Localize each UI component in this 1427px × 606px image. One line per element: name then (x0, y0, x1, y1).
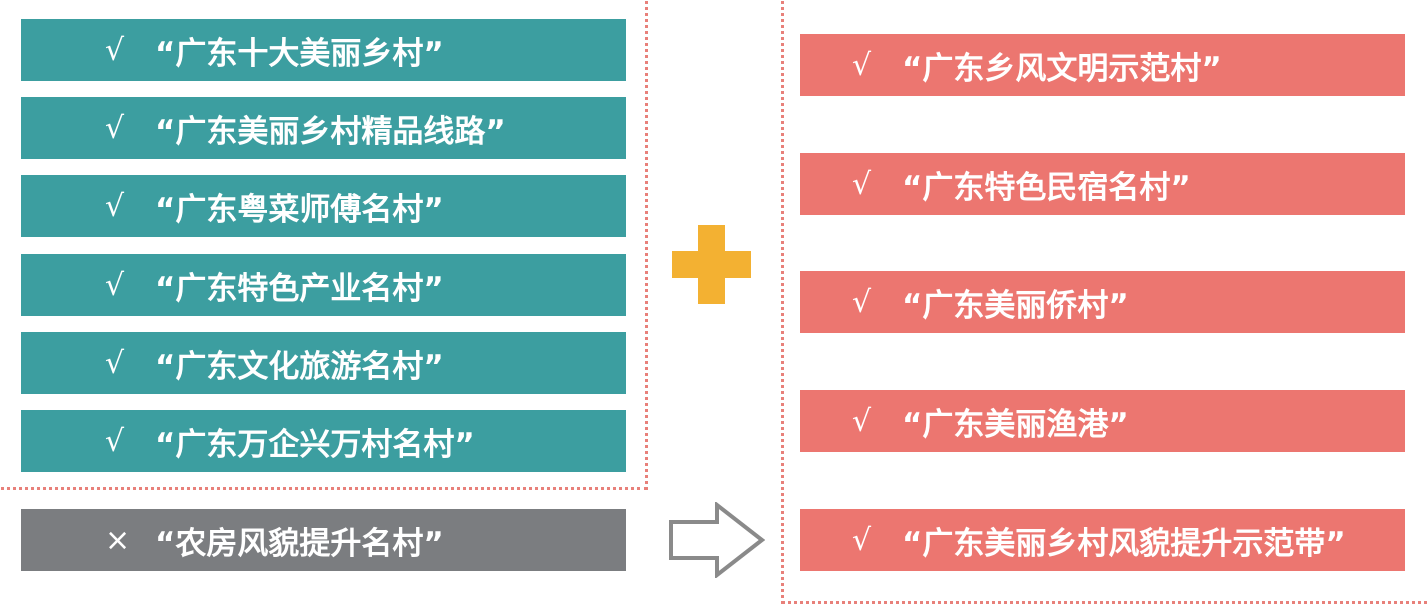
left-item-label: “广东文化旅游名村” (155, 348, 444, 385)
left-item-label: “广东万企兴万村名村” (155, 426, 475, 463)
right-group-dotted-frame (781, 0, 1427, 604)
right-item-5: √ “广东美丽乡村风貌提升示范带” (800, 509, 1405, 571)
check-icon: √ (852, 284, 872, 320)
check-icon: √ (852, 166, 872, 202)
excluded-item-label: “农房风貌提升名村” (155, 525, 444, 562)
right-item-label: “广东乡风文明示范村” (902, 50, 1222, 87)
check-icon: √ (105, 423, 125, 459)
plus-icon (672, 225, 751, 304)
check-icon: √ (852, 403, 872, 439)
check-icon: √ (105, 267, 125, 303)
left-group-dotted-frame (0, 0, 648, 490)
check-icon: √ (852, 522, 872, 558)
right-item-label: “广东特色民宿名村” (902, 169, 1191, 206)
excluded-item: × “农房风貌提升名村” (21, 509, 626, 571)
left-item-label: “广东粤菜师傅名村” (155, 191, 444, 228)
left-item-label: “广东特色产业名村” (155, 270, 444, 307)
left-item-label: “广东十大美丽乡村” (155, 35, 444, 72)
left-item-4: √ “广东特色产业名村” (21, 254, 626, 316)
right-item-3: √ “广东美丽侨村” (800, 271, 1405, 333)
right-item-1: √ “广东乡风文明示范村” (800, 34, 1405, 96)
left-item-label: “广东美丽乡村精品线路” (155, 113, 506, 150)
check-icon: √ (105, 345, 125, 381)
cross-icon: × (105, 522, 131, 558)
right-arrow-icon (669, 502, 765, 578)
left-item-3: √ “广东粤菜师傅名村” (21, 175, 626, 237)
right-item-label: “广东美丽渔港” (902, 406, 1129, 443)
left-item-2: √ “广东美丽乡村精品线路” (21, 97, 626, 159)
right-item-2: √ “广东特色民宿名村” (800, 153, 1405, 215)
check-icon: √ (852, 47, 872, 83)
right-item-label: “广东美丽乡村风貌提升示范带” (902, 525, 1346, 562)
right-item-label: “广东美丽侨村” (902, 287, 1129, 324)
left-item-5: √ “广东文化旅游名村” (21, 332, 626, 394)
check-icon: √ (105, 32, 125, 68)
check-icon: √ (105, 110, 125, 146)
left-item-6: √ “广东万企兴万村名村” (21, 410, 626, 472)
right-item-4: √ “广东美丽渔港” (800, 390, 1405, 452)
left-item-1: √ “广东十大美丽乡村” (21, 19, 626, 81)
check-icon: √ (105, 188, 125, 224)
